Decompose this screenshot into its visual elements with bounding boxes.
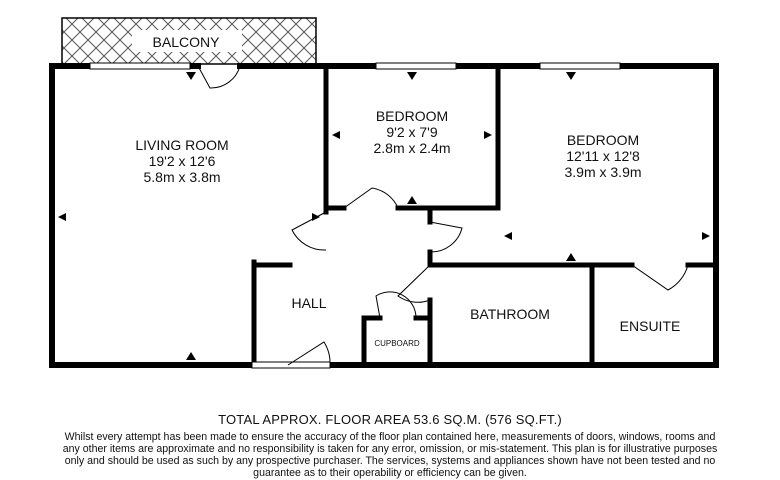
bedroom-1-name: BEDROOM (376, 108, 448, 124)
door-entrance (287, 341, 331, 366)
doors (197, 65, 689, 366)
arrow-right-bed1 (484, 131, 492, 139)
arrow-left-living (58, 213, 66, 221)
living-room-size-imperial: 19'2 x 12'6 (149, 153, 216, 169)
balcony-label: BALCONY (153, 34, 221, 50)
footer: TOTAL APPROX. FLOOR AREA 53.6 SQ.M. (576… (0, 412, 780, 479)
interior-walls (251, 63, 719, 368)
door-hall-bedroom2 (429, 221, 463, 253)
windows (89, 62, 621, 369)
cupboard-name: CUPBOARD (374, 339, 420, 348)
door-balcony (197, 65, 241, 89)
arrow-down-living (186, 352, 196, 360)
living-room-name: LIVING ROOM (135, 137, 228, 153)
bedroom-1-size-metric: 2.8m x 2.4m (373, 140, 450, 156)
arrow-up-bed2 (566, 72, 576, 80)
door-cupboard (375, 291, 417, 319)
door-bedroom-1 (343, 187, 399, 209)
living-room-size-metric: 5.8m x 3.8m (143, 169, 220, 185)
window-living (89, 62, 191, 70)
floor-plan: BALCONY (49, 17, 719, 369)
door-ensuite (631, 264, 689, 291)
room-labels: LIVING ROOM 19'2 x 12'6 5.8m x 3.8m BEDR… (135, 108, 680, 348)
bathroom-name: BATHROOM (470, 306, 550, 322)
dimension-arrows (58, 72, 710, 360)
hall-name: HALL (291, 295, 326, 311)
total-floor-area: TOTAL APPROX. FLOOR AREA 53.6 SQ.M. (576… (218, 412, 562, 427)
bedroom-2-size-imperial: 12'11 x 12'8 (566, 148, 640, 164)
balcony: BALCONY (61, 17, 317, 65)
bedroom-1-size-imperial: 9'2 x 7'9 (386, 124, 437, 140)
arrow-down-bed1 (407, 196, 417, 204)
arrow-down-bed2 (566, 253, 576, 261)
door-living (291, 211, 327, 251)
door-bathroom (397, 264, 431, 303)
arrow-up-living (186, 72, 196, 80)
window-bedroom-1 (375, 62, 457, 70)
arrow-right-bed2 (702, 232, 710, 240)
ensuite-name: ENSUITE (620, 318, 681, 334)
arrow-left-bed1 (332, 131, 340, 139)
bedroom-2-name: BEDROOM (567, 132, 639, 148)
arrow-up-bed1 (407, 72, 417, 80)
arrow-left-bed2 (504, 232, 512, 240)
disclaimer-text: Whilst every attempt has been made to en… (62, 431, 718, 479)
bedroom-2-size-metric: 3.9m x 3.9m (564, 164, 641, 180)
window-bedroom-2 (539, 62, 621, 70)
arrow-right-living (312, 213, 320, 221)
